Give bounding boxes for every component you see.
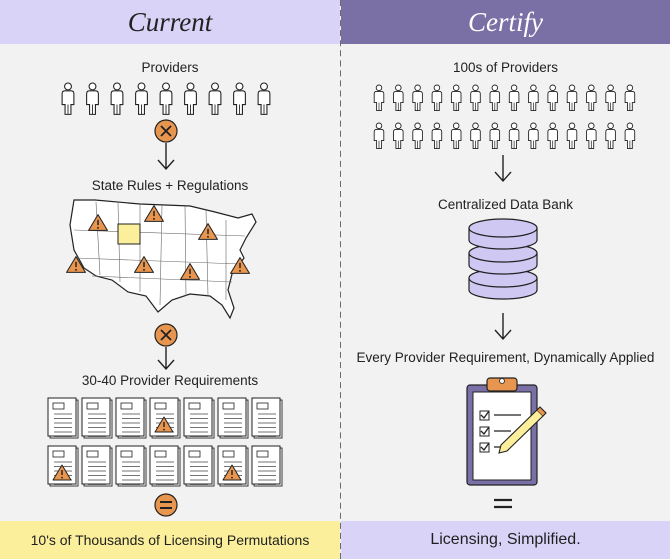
person-icon bbox=[412, 122, 423, 150]
person-icon bbox=[431, 84, 443, 112]
certify-diagram bbox=[373, 84, 636, 509]
requirements-label: 30-40 Provider Requirements bbox=[81, 373, 259, 388]
warning-triangle-icon bbox=[222, 464, 242, 481]
warning-triangle-icon bbox=[230, 257, 250, 274]
person-icon bbox=[393, 122, 404, 150]
state-rules-label: State Rules + Regulations bbox=[91, 178, 249, 193]
person-icon bbox=[508, 122, 520, 150]
person-icon bbox=[450, 122, 462, 150]
highlighted-state bbox=[117, 223, 141, 245]
person-icon bbox=[489, 84, 501, 112]
document-icon bbox=[115, 445, 147, 487]
database-icon bbox=[468, 218, 538, 300]
warning-triangle-icon bbox=[180, 263, 200, 280]
certify-footer: Licensing, Simplified. bbox=[341, 521, 670, 559]
current-footer: 10's of Thousands of Licensing Permutati… bbox=[0, 521, 340, 559]
person-icon bbox=[412, 84, 423, 112]
equals-icon bbox=[154, 493, 178, 517]
person-icon bbox=[605, 122, 616, 150]
equals-icon bbox=[494, 498, 512, 509]
person-icon bbox=[61, 82, 75, 115]
document-grid bbox=[47, 397, 283, 487]
person-icon bbox=[184, 82, 197, 115]
person-icon bbox=[470, 122, 481, 150]
certify-panel: Certify 100s of Providers Centralized Da… bbox=[341, 0, 670, 559]
person-icon bbox=[624, 84, 636, 112]
document-icon bbox=[183, 445, 215, 487]
document-icon bbox=[251, 445, 283, 487]
dynamic-requirements-label: Every Provider Requirement, Dynamically … bbox=[356, 350, 655, 365]
warning-triangle-icon bbox=[52, 464, 72, 481]
x-circle-icon bbox=[154, 323, 178, 347]
providers-label: Providers bbox=[141, 60, 199, 75]
data-bank-label: Centralized Data Bank bbox=[437, 197, 574, 212]
current-diagram bbox=[47, 82, 283, 517]
current-header: Current bbox=[0, 0, 340, 44]
document-icon bbox=[217, 397, 249, 439]
person-icon bbox=[547, 84, 558, 112]
warning-triangle-icon bbox=[88, 214, 108, 231]
person-icon bbox=[393, 84, 404, 112]
person-icon bbox=[373, 122, 385, 150]
document-icon bbox=[149, 445, 181, 487]
warning-triangle-icon bbox=[198, 223, 218, 240]
arrow-down-icon bbox=[494, 313, 512, 341]
person-icon bbox=[110, 82, 124, 115]
person-icon bbox=[159, 82, 173, 115]
providers-label: 100s of Providers bbox=[452, 60, 559, 75]
x-circle-icon bbox=[154, 119, 178, 143]
arrow-down-icon bbox=[157, 143, 175, 171]
person-icon bbox=[508, 84, 520, 112]
person-icon bbox=[489, 122, 501, 150]
document-icon bbox=[183, 397, 215, 439]
warning-triangle-icon bbox=[154, 416, 174, 433]
arrow-down-icon bbox=[494, 155, 512, 183]
document-icon bbox=[81, 397, 113, 439]
provider-people-row bbox=[61, 82, 271, 115]
current-panel: Current Providers State Rules + Regulati… bbox=[0, 0, 340, 559]
person-icon bbox=[528, 84, 539, 112]
person-icon bbox=[208, 82, 222, 115]
person-icon bbox=[450, 84, 462, 112]
person-icon bbox=[586, 84, 597, 112]
person-icon bbox=[431, 122, 443, 150]
provider-people-grid bbox=[373, 84, 636, 150]
person-icon bbox=[135, 82, 148, 115]
person-icon bbox=[528, 122, 539, 150]
document-icon bbox=[81, 445, 113, 487]
person-icon bbox=[566, 122, 578, 150]
document-icon bbox=[251, 397, 283, 439]
warning-triangle-icon bbox=[144, 205, 164, 222]
person-icon bbox=[624, 122, 636, 150]
person-icon bbox=[547, 122, 558, 150]
person-icon bbox=[605, 84, 616, 112]
person-icon bbox=[566, 84, 578, 112]
warning-triangle-icon bbox=[66, 256, 86, 273]
person-icon bbox=[233, 82, 246, 115]
map-warning-icons bbox=[66, 205, 250, 280]
document-icon bbox=[47, 397, 79, 439]
arrow-down-icon bbox=[157, 347, 175, 371]
warning-triangle-icon bbox=[134, 256, 154, 273]
person-icon bbox=[470, 84, 481, 112]
clipboard-checklist-icon bbox=[466, 377, 547, 486]
person-icon bbox=[86, 82, 99, 115]
certify-header: Certify bbox=[341, 0, 670, 44]
person-icon bbox=[257, 82, 271, 115]
person-icon bbox=[373, 84, 385, 112]
person-icon bbox=[586, 122, 597, 150]
document-icon bbox=[115, 397, 147, 439]
